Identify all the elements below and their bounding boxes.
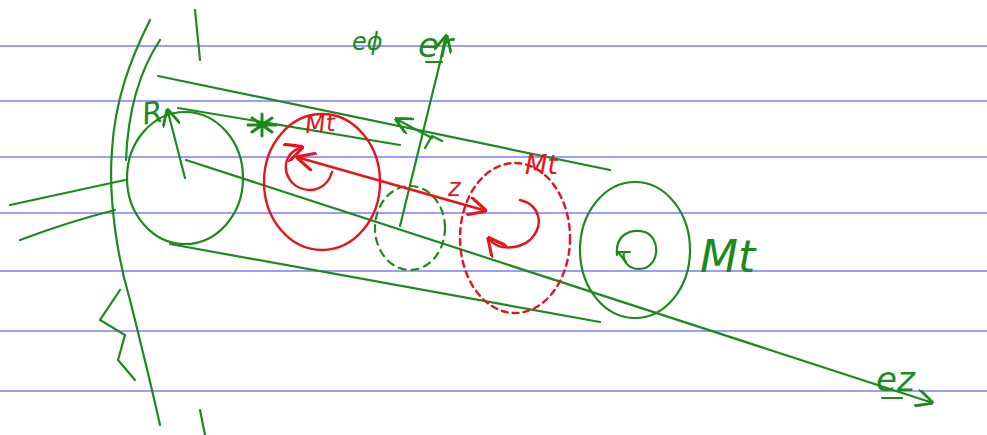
ephi-arrow	[398, 120, 432, 138]
ruled-line	[0, 213, 987, 214]
z-arrow	[300, 158, 483, 210]
ruled-lines	[0, 46, 987, 391]
basis-vector-label: er	[418, 28, 453, 62]
torque-label: Mt	[525, 152, 558, 178]
ruled-line	[0, 271, 987, 272]
basis-vector-label: ez	[876, 362, 915, 396]
wall-hatch	[10, 180, 125, 205]
torque-label: Mt	[700, 235, 755, 279]
ruled-line	[0, 331, 987, 332]
section-circle-dashed	[460, 163, 570, 313]
point-star	[248, 114, 276, 136]
axis-arrow	[186, 160, 930, 402]
torque-arrow	[490, 200, 539, 248]
basis-vector-label: eϕ	[352, 30, 383, 54]
coordinate-label: z	[448, 176, 461, 200]
ruled-line	[0, 391, 987, 392]
wall-hatch	[100, 290, 135, 380]
torque-label: Mt	[304, 111, 336, 138]
shaft-end-circle	[580, 182, 690, 318]
ruled-line	[0, 46, 987, 47]
torque-head	[618, 252, 630, 262]
right-angle-mark	[425, 136, 442, 148]
shaft-drawing	[10, 10, 930, 435]
torque-arrow	[286, 148, 332, 190]
wall-hatch	[20, 210, 115, 240]
wall-line	[200, 410, 205, 435]
torque-spiral	[617, 231, 656, 269]
wall-line	[111, 20, 160, 425]
radius-label: R	[140, 96, 166, 129]
torque-drawing	[264, 114, 570, 313]
ruled-line	[0, 157, 987, 158]
wall-line	[195, 10, 200, 60]
shaft-end-circle	[127, 112, 243, 244]
dashed-section	[375, 186, 445, 270]
vector-underline	[882, 397, 902, 399]
radius-arrow	[168, 112, 185, 178]
